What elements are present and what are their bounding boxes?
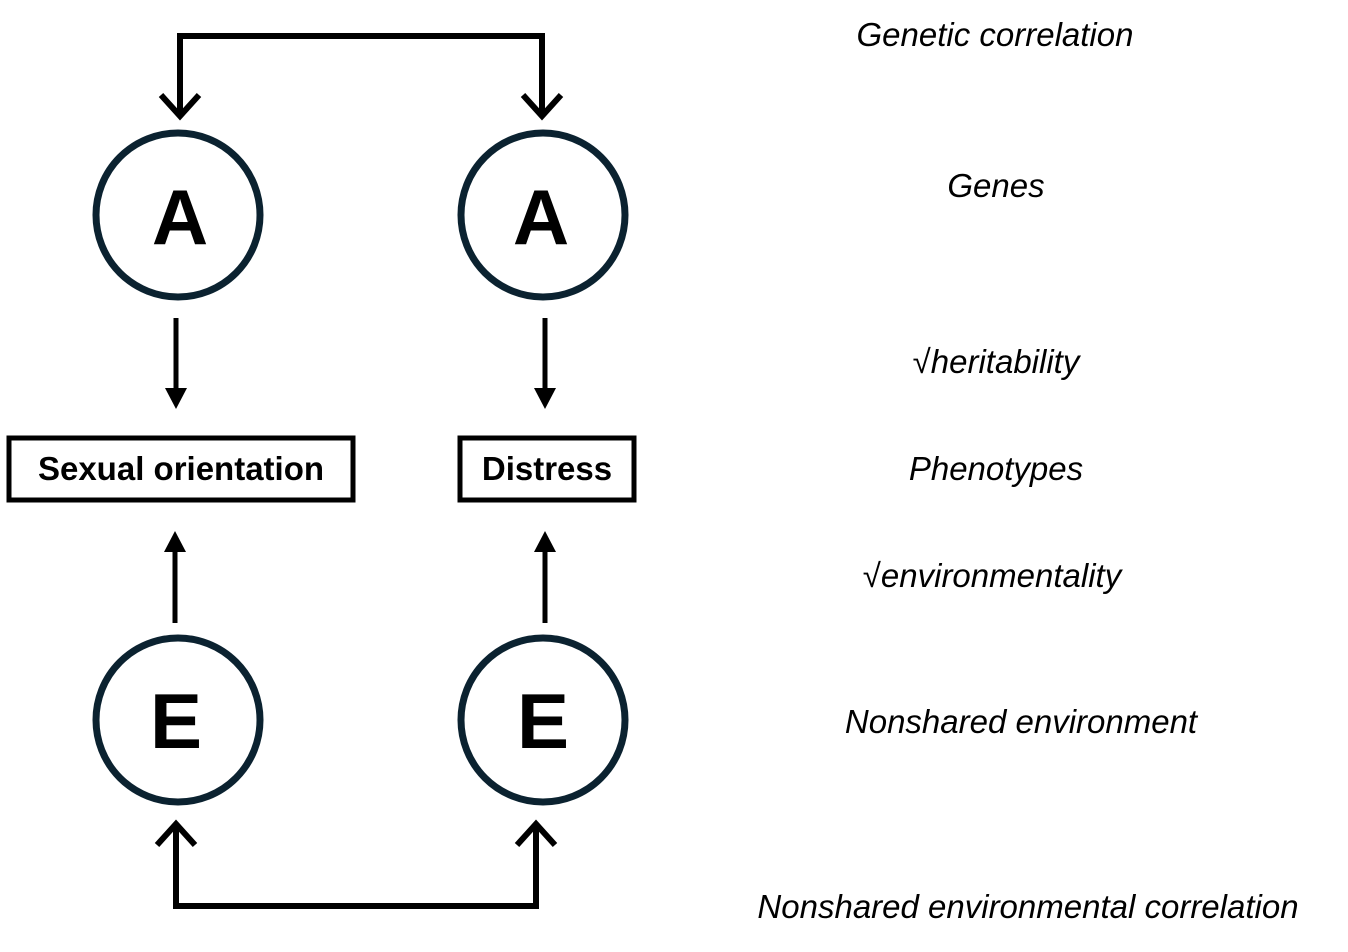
- phenotype-box-left: Sexual orientation: [6, 435, 356, 503]
- phenotype-label-right: Distress: [482, 450, 612, 487]
- phenotypes-label: Phenotypes: [909, 450, 1083, 487]
- genes-node-right-label: A: [513, 173, 569, 261]
- nonshared-env-correlation-arrow: [154, 819, 558, 909]
- genes-node-left: A: [92, 129, 264, 301]
- environment-node-left: E: [92, 634, 264, 806]
- genetic-correlation-arrow: [158, 33, 564, 121]
- environment-node-right: E: [457, 634, 629, 806]
- genes-node-left-label: A: [152, 173, 208, 261]
- environmentality-path-left: [164, 531, 186, 623]
- environmentality-path-right: [534, 531, 556, 623]
- genes-node-right: A: [457, 129, 629, 301]
- phenotype-label-left: Sexual orientation: [38, 450, 324, 487]
- genes-label: Genes: [947, 167, 1044, 204]
- heritability-path-right: [534, 318, 556, 409]
- genetic-correlation-label: Genetic correlation: [857, 16, 1134, 53]
- heritability-path-left: [165, 318, 187, 409]
- heritability-label: √heritability: [913, 343, 1082, 380]
- environmentality-label: √environmentality: [863, 557, 1124, 594]
- environment-node-right-label: E: [517, 677, 569, 765]
- nonshared-env-correlation-label: Nonshared environmental correlation: [757, 888, 1298, 925]
- nonshared-environment-label: Nonshared environment: [845, 703, 1199, 740]
- environment-node-left-label: E: [150, 677, 202, 765]
- phenotype-box-right: Distress: [457, 435, 637, 503]
